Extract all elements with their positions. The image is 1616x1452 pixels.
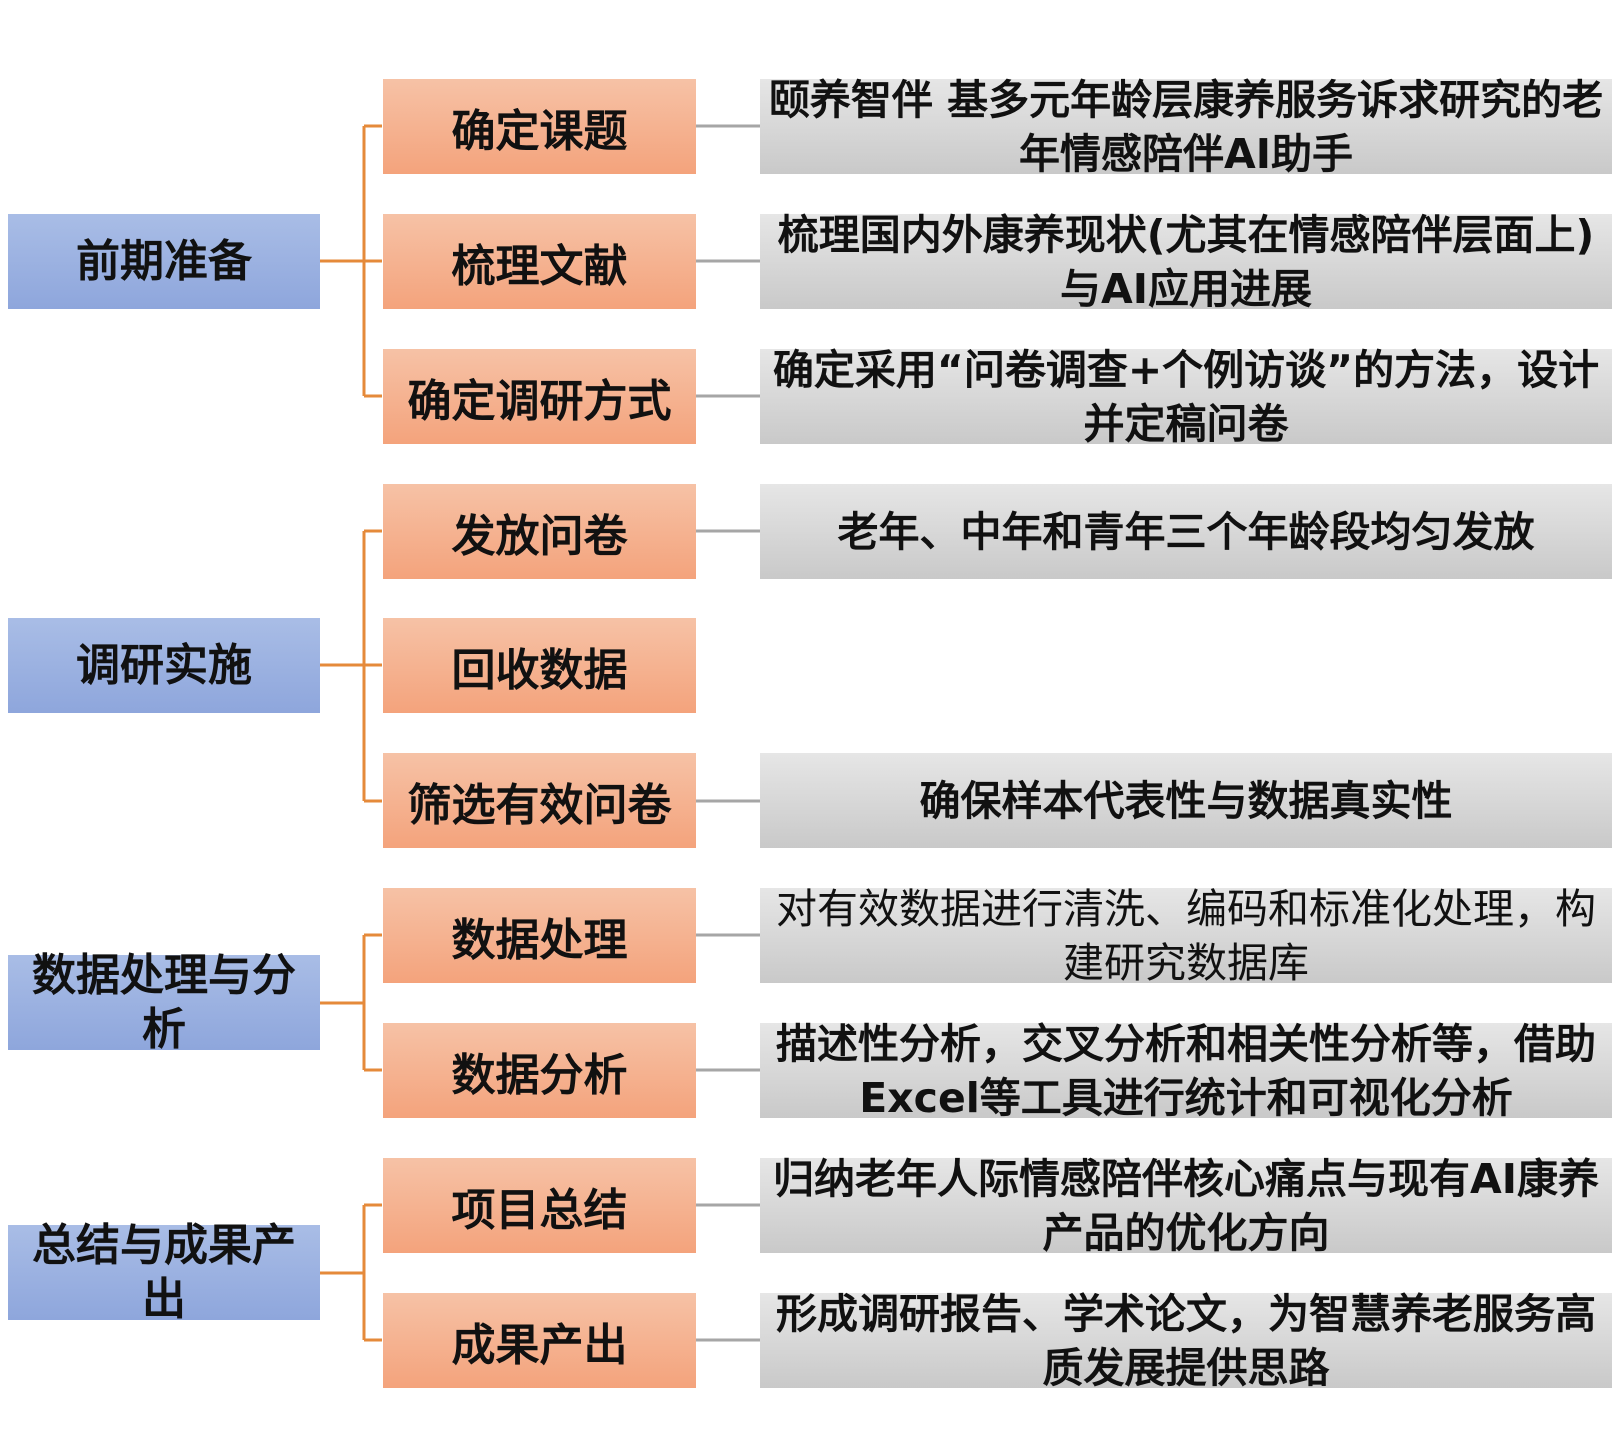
detail-text: 形成调研报告、学术论文，为智慧养老服务高质发展提供思路 (776, 1289, 1596, 1392)
step-label: 梳理文献 (451, 240, 628, 292)
step-box: 筛选有效问卷 (383, 753, 696, 848)
phase-label: 前期准备 (76, 235, 252, 287)
detail-text: 确保样本代表性与数据真实性 (919, 776, 1453, 825)
detail-text: 归纳老年人际情感陪伴核心痛点与现有AI康养产品的优化方向 (773, 1154, 1599, 1257)
phase-connector (320, 933, 382, 1072)
detail-box: 确定采用“问卷调查+个例访谈”的方法，设计并定稿问卷 (760, 346, 1612, 448)
step-label: 项目总结 (451, 1184, 628, 1236)
phase-connector (320, 124, 382, 398)
step-label: 成果产出 (451, 1319, 628, 1371)
step-box: 回收数据 (383, 618, 696, 713)
step-label: 筛选有效问卷 (407, 779, 672, 831)
step-box: 数据分析 (383, 1023, 696, 1118)
phase-box-preparation: 前期准备 (8, 214, 320, 309)
detail-box: 颐养智伴 基多元年龄层康养服务诉求研究的老年情感陪伴AI助手 (760, 76, 1612, 178)
step-label: 数据分析 (451, 1049, 628, 1101)
step-label: 发放问卷 (451, 510, 628, 562)
phase-box-summary: 总结与成果产出 (8, 1220, 320, 1325)
detail-box: 老年、中年和青年三个年龄段均匀发放 (760, 484, 1612, 579)
step-box: 确定课题 (383, 79, 696, 174)
detail-text: 梳理国内外康养现状(尤其在情感陪伴层面上)与AI应用进展 (777, 210, 1595, 313)
detail-box: 描述性分析，交叉分析和相关性分析等，借助Excel等工具进行统计和可视化分析 (760, 1020, 1612, 1122)
phase-label: 数据处理与分析 (32, 949, 296, 1055)
phase-box-analysis: 数据处理与分析 (8, 950, 320, 1055)
step-box: 成果产出 (383, 1293, 696, 1388)
detail-text: 对有效数据进行清洗、编码和标准化处理，构建研究数据库 (776, 884, 1596, 987)
detail-box: 确保样本代表性与数据真实性 (760, 753, 1612, 848)
step-label: 确定课题 (451, 105, 628, 157)
step-label: 确定调研方式 (407, 375, 672, 427)
detail-text: 描述性分析，交叉分析和相关性分析等，借助Excel等工具进行统计和可视化分析 (776, 1019, 1596, 1122)
step-box: 项目总结 (383, 1158, 696, 1253)
detail-text: 确定采用“问卷调查+个例访谈”的方法，设计并定稿问卷 (772, 345, 1600, 448)
step-box: 梳理文献 (383, 214, 696, 309)
phase-label: 总结与成果产出 (32, 1219, 296, 1325)
step-box: 发放问卷 (383, 484, 696, 579)
phase-connector (320, 1203, 382, 1342)
step-label: 数据处理 (451, 914, 628, 966)
detail-box: 形成调研报告、学术论文，为智慧养老服务高质发展提供思路 (760, 1290, 1612, 1392)
phase-label: 调研实施 (76, 639, 252, 691)
detail-box: 对有效数据进行清洗、编码和标准化处理，构建研究数据库 (760, 885, 1612, 987)
detail-box: 归纳老年人际情感陪伴核心痛点与现有AI康养产品的优化方向 (760, 1155, 1612, 1257)
detail-box: 梳理国内外康养现状(尤其在情感陪伴层面上)与AI应用进展 (760, 211, 1612, 313)
detail-text: 颐养智伴 基多元年龄层康养服务诉求研究的老年情感陪伴AI助手 (768, 75, 1604, 178)
step-label: 回收数据 (451, 644, 628, 696)
step-box: 数据处理 (383, 888, 696, 983)
detail-text: 老年、中年和青年三个年龄段均匀发放 (837, 507, 1535, 556)
phase-box-implementation: 调研实施 (8, 618, 320, 713)
step-box: 确定调研方式 (383, 349, 696, 444)
phase-connector (320, 529, 382, 803)
